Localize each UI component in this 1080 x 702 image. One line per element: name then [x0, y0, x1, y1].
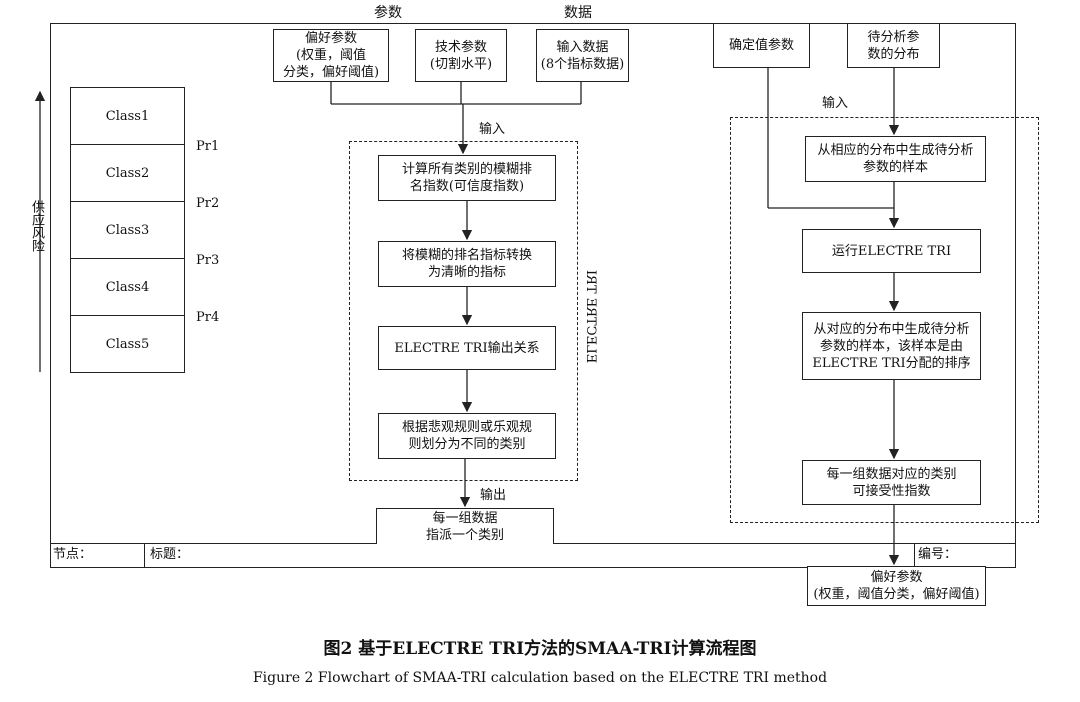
electre-tri-group	[349, 141, 578, 481]
deterministic-params-box: 确定值参数	[713, 23, 810, 68]
profile-1: Pr1	[196, 139, 220, 154]
supply-risk-axis-label: 供应风险	[29, 200, 44, 252]
footer-title-label: 标题：	[150, 547, 190, 562]
class-3: Class3	[71, 202, 184, 259]
right-input-label: 输入	[822, 96, 849, 111]
right-step-3: 从对应的分布中生成待分析 参数的样本，该样本是由 ELECTRE TRI分配的排…	[802, 312, 981, 380]
caption-chinese: 图2 基于ELECTRE TRI方法的SMAA-TRI计算流程图	[323, 639, 757, 659]
class-5: Class5	[105, 336, 150, 352]
header-data: 数据	[564, 5, 592, 21]
caption-english: Figure 2 Flowchart of SMAA-TRI calculati…	[252, 670, 828, 686]
to-analyze-params-box: 待分析参 数的分布	[847, 23, 940, 68]
input-data-box: 输入数据 (8个指标数据)	[536, 29, 629, 82]
right-step-1: 从相应的分布中生成待分析 参数的样本	[805, 136, 986, 182]
header-params: 参数	[374, 5, 402, 21]
footer-number-label: 编号：	[918, 547, 958, 562]
electre-tri-group-label: ELECTRE TRI	[583, 270, 598, 364]
profile-3: Pr3	[196, 253, 220, 268]
preference-params-box: 偏好参数 (权重，阈值 分类，偏好阈值)	[273, 29, 389, 82]
footer-node-label: 节点：	[53, 547, 93, 562]
class-4: Class4	[71, 259, 184, 316]
middle-step-1: 计算所有类别的模糊排 名指数(可信度指数)	[378, 155, 556, 201]
class-1: Class1	[71, 88, 184, 145]
profile-4: Pr4	[196, 310, 220, 325]
footer-sep-1	[144, 543, 145, 568]
middle-output-label: 输出	[480, 488, 507, 503]
middle-step-2: 将模糊的排名指标转换 为清晰的指标	[378, 241, 556, 287]
class-stack: Class1 Class2 Class3 Class4 Class5	[70, 87, 185, 373]
class-2: Class2	[71, 145, 184, 202]
footer-sep-2	[914, 543, 915, 568]
profile-2: Pr2	[196, 196, 220, 211]
right-step-2: 运行ELECTRE TRI	[802, 229, 981, 273]
right-output-box: 偏好参数 (权重，阈值分类，偏好阈值)	[807, 566, 986, 606]
middle-step-3: ELECTRE TRI输出关系	[378, 326, 556, 370]
middle-output-box: 每一组数据 指派一个类别	[376, 508, 554, 544]
middle-input-label: 输入	[479, 122, 506, 137]
middle-step-4: 根据悲观规则或乐观规 则划分为不同的类别	[378, 413, 556, 459]
right-step-4: 每一组数据对应的类别 可接受性指数	[802, 460, 981, 505]
technical-params-box: 技术参数 (切割水平)	[415, 29, 507, 82]
right-analysis-group	[730, 117, 1039, 523]
diagram-frame	[50, 23, 1016, 568]
